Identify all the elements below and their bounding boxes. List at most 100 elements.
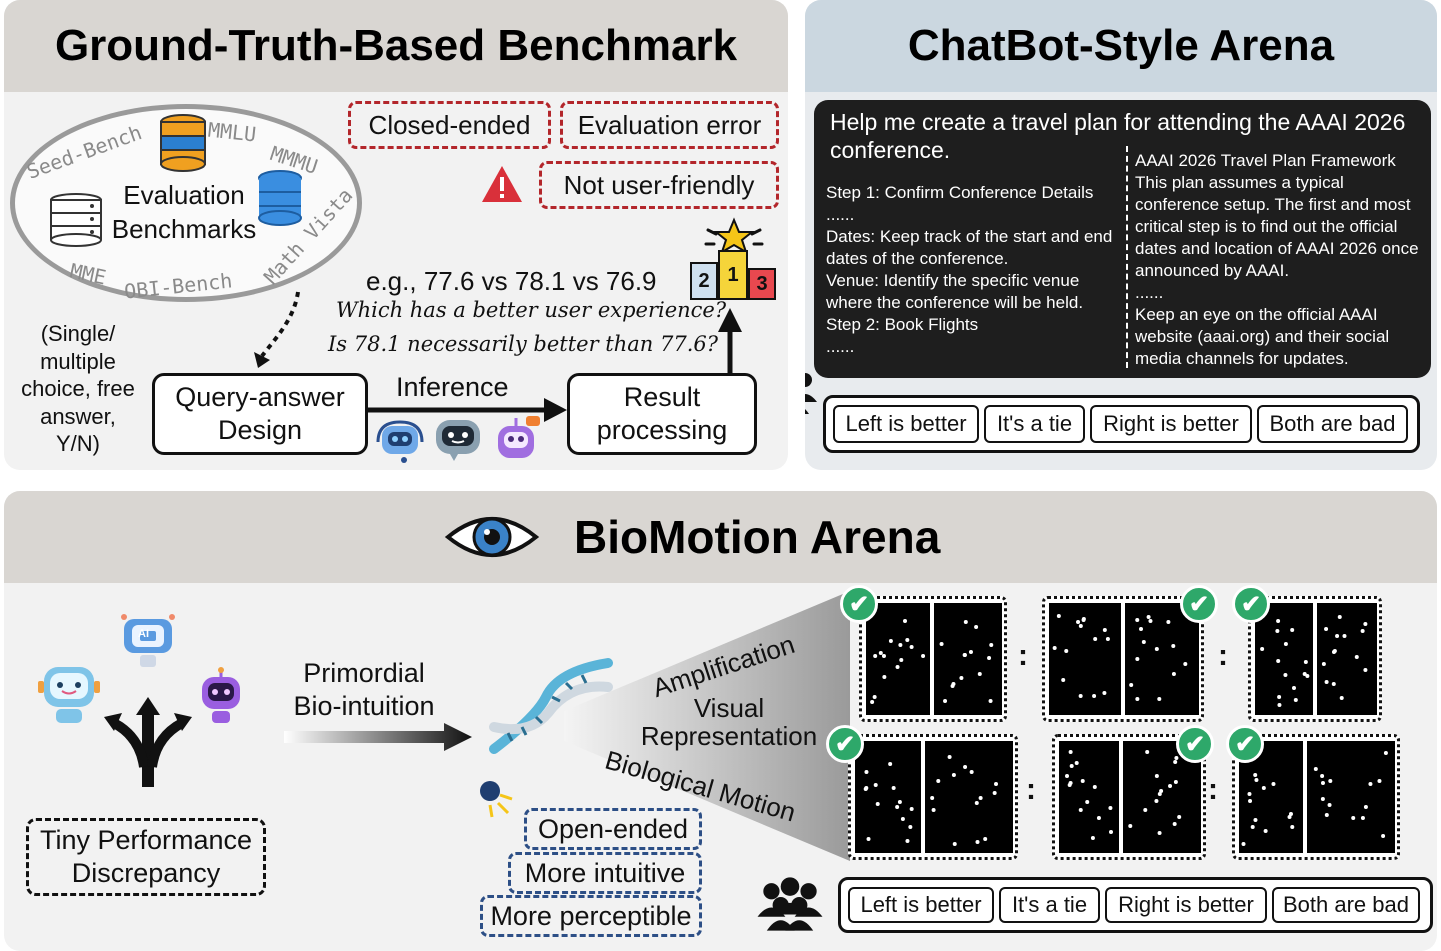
- motion-point: [1157, 697, 1162, 702]
- motion-point: [1166, 620, 1171, 625]
- left-model-answer: Step 1: Confirm Conference Details .....…: [826, 183, 1113, 356]
- motion-point: [900, 816, 905, 821]
- motion-point: [1275, 629, 1280, 634]
- motion-point: [1327, 779, 1332, 784]
- motion-point: [1106, 636, 1111, 641]
- split-arrow-icon: [104, 697, 192, 787]
- motion-point: [1102, 691, 1107, 696]
- motion-point: [1360, 816, 1365, 821]
- podium-first-label: 1: [727, 263, 739, 286]
- inference-label: Inference: [396, 372, 509, 402]
- motion-point: [986, 656, 991, 661]
- biomotion-vote-bar: Left is better It's a tie Right is bette…: [838, 877, 1433, 933]
- motion-point: [1284, 641, 1289, 646]
- motion-point: [1377, 778, 1382, 783]
- point-light-plot: [1307, 741, 1395, 853]
- not-user-friendly-tag: Not user-friendly: [539, 161, 779, 209]
- bio-vote-left-better[interactable]: Left is better: [848, 887, 994, 923]
- motion-point: [1335, 633, 1340, 638]
- motion-point: [1172, 822, 1177, 826]
- motion-point: [1363, 621, 1368, 626]
- chat-vote-right-better[interactable]: Right is better: [1090, 405, 1252, 443]
- motion-point: [1368, 782, 1373, 787]
- motion-point: [902, 619, 907, 624]
- point-light-plot: [934, 603, 1002, 715]
- motion-point: [1262, 786, 1267, 791]
- podium-second-label: 2: [698, 269, 710, 292]
- motion-point: [1092, 784, 1097, 789]
- row-separator: :: [1026, 773, 1036, 806]
- plot-pair-3: [1248, 596, 1382, 722]
- bio-vote-tie[interactable]: It's a tie: [999, 887, 1100, 923]
- motion-point: [1293, 698, 1298, 703]
- biomotion-arena-panel: BioMotion Arena AI Tiny Performance Disc…: [4, 491, 1437, 951]
- motion-point: [1381, 834, 1386, 839]
- motion-point: [894, 805, 899, 810]
- answer-types-label: (Single/ multiple choice, free answer, Y…: [21, 321, 135, 456]
- ground-truth-panel: Ground-Truth-Based Benchmark Seed-Bench …: [4, 0, 788, 470]
- check-icon: ✔: [1176, 725, 1214, 763]
- motion-point: [1060, 678, 1065, 683]
- motion-point: [1108, 805, 1113, 810]
- motion-point: [947, 754, 952, 759]
- motion-point: [1342, 633, 1347, 638]
- point-light-plot: [925, 741, 1013, 853]
- motion-point: [898, 643, 903, 648]
- motion-point: [977, 672, 982, 677]
- point-light-plot: [855, 741, 921, 853]
- motion-point: [920, 653, 925, 658]
- motion-point: [1078, 807, 1083, 812]
- motion-point: [1096, 816, 1101, 821]
- bio-vote-right-better[interactable]: Right is better: [1105, 887, 1267, 923]
- motion-point: [1292, 685, 1297, 690]
- motion-point: [978, 796, 983, 801]
- eye-icon: [444, 517, 540, 557]
- chat-robot-icon: [436, 420, 480, 461]
- motion-point: [1350, 816, 1355, 821]
- motion-point: [881, 653, 886, 658]
- motion-point: [1080, 779, 1085, 784]
- crowd-icon: [805, 373, 817, 414]
- gradient-arrow: [284, 723, 472, 751]
- motion-point: [1253, 817, 1258, 822]
- motion-point: [1174, 756, 1179, 761]
- chat-vote-both-bad[interactable]: Both are bad: [1257, 405, 1408, 443]
- motion-point: [1384, 751, 1389, 756]
- motion-point: [1277, 694, 1282, 699]
- podium-second: 2: [690, 262, 718, 300]
- motion-point: [1325, 813, 1330, 818]
- motion-point: [1355, 654, 1360, 659]
- ai-robot-icon: [121, 614, 175, 667]
- motion-point: [864, 769, 869, 774]
- motion-point: [989, 642, 994, 647]
- motion-point: [1135, 696, 1140, 701]
- chat-vote-left-better[interactable]: Left is better: [833, 405, 979, 443]
- motion-point: [1155, 773, 1160, 778]
- motion-point: [1320, 773, 1325, 778]
- motion-point: [1363, 668, 1368, 673]
- motion-point: [950, 684, 955, 689]
- podium-third: 3: [748, 268, 776, 300]
- bio-vote-both-bad[interactable]: Both are bad: [1272, 887, 1420, 923]
- evaluation-benchmarks-label: Evaluation Benchmarks: [111, 180, 257, 244]
- motion-point: [1069, 763, 1074, 768]
- motion-point: [1081, 617, 1086, 622]
- more-intuitive-tag: More intuitive: [508, 852, 702, 894]
- motion-point: [1276, 619, 1281, 624]
- motion-point: [1091, 693, 1096, 698]
- flow-arrows: [254, 291, 742, 422]
- motion-point: [930, 795, 935, 800]
- motion-point: [1247, 798, 1252, 803]
- motion-point: [1321, 780, 1326, 785]
- motion-point: [959, 676, 964, 681]
- motion-point: [1253, 772, 1258, 777]
- chat-vote-tie[interactable]: It's a tie: [984, 405, 1085, 443]
- motion-point: [942, 699, 947, 704]
- motion-point: [1135, 656, 1140, 661]
- motion-point: [931, 808, 936, 813]
- motion-point: [899, 657, 904, 662]
- motion-point: [1154, 798, 1159, 803]
- motion-point: [889, 638, 894, 643]
- motion-point: [1322, 662, 1327, 667]
- user-experience-question: Which has a better user experience?: [336, 298, 727, 322]
